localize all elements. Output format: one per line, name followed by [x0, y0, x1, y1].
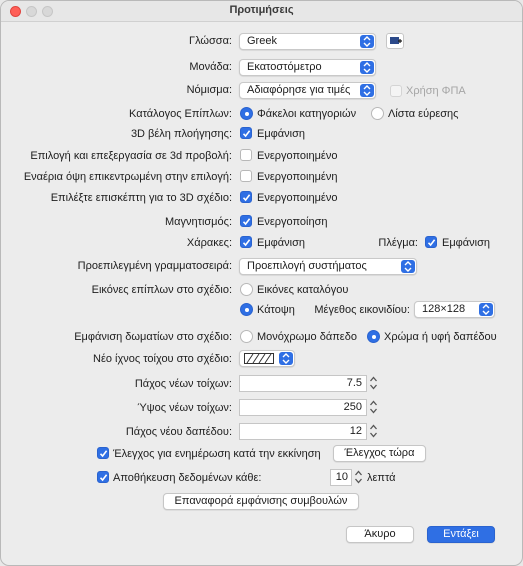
- icons-topview-radio[interactable]: [240, 303, 253, 316]
- edit3d-value: Ενεργοποιημένο: [257, 150, 338, 162]
- updates-checkbox[interactable]: [97, 447, 109, 459]
- visitor-label: Επιλέξτε επισκέπτη για το 3D σχέδιο:: [50, 192, 232, 204]
- arrows3d-checkbox[interactable]: [240, 127, 252, 139]
- checkmark-icon: [242, 194, 251, 202]
- autosave-label: Αποθήκευση δεδομένων κάθε:: [113, 472, 262, 484]
- unit-label: Μονάδα:: [189, 61, 232, 73]
- icons-label: Εικόνες επίπλων στο σχέδιο:: [91, 284, 232, 296]
- checkmark-icon: [99, 474, 108, 482]
- icon-size-value: 128×128: [422, 303, 466, 315]
- rooms-mono-label: Μονόχρωμο δάπεδο: [257, 331, 357, 343]
- popup-arrows-icon: [360, 84, 374, 97]
- icon-size-select[interactable]: 128×128: [414, 301, 495, 318]
- checkmark-icon: [242, 218, 251, 226]
- language-select[interactable]: Greek: [239, 33, 376, 50]
- check-now-button[interactable]: Έλεγχος τώρα: [333, 445, 426, 462]
- popup-arrows-icon: [279, 352, 293, 365]
- font-label: Προεπιλεγμένη γραμματοσειρά:: [77, 260, 232, 272]
- rulers-checkbox[interactable]: [240, 236, 252, 248]
- wall-height-stepper-icon[interactable]: [369, 399, 378, 415]
- wall-pattern-label: Νέο ίχνος τοίχου στο σχέδιο:: [93, 353, 232, 365]
- wall-height-label: Ύψος νέων τοίχων:: [137, 402, 232, 414]
- edit3d-label: Επιλογή και επεξεργασία σε 3d προβολή:: [30, 150, 232, 162]
- zoom-window-button[interactable]: [42, 6, 53, 17]
- currency-value: Αδιαφόρησε για τιμές: [247, 84, 351, 96]
- floor-thickness-stepper-icon[interactable]: [369, 423, 378, 439]
- catalog-search-label: Λίστα εύρεσης: [388, 108, 459, 120]
- aerial-label: Εναέρια όψη επικεντρωμένη στην επιλογή:: [23, 171, 232, 183]
- unit-select[interactable]: Εκατοστόμετρο: [239, 59, 376, 76]
- autosave-checkbox[interactable]: [97, 471, 109, 483]
- catalog-search-radio[interactable]: [371, 107, 384, 120]
- rulers-value: Εμφάνιση: [257, 237, 306, 249]
- checkmark-icon: [242, 239, 251, 247]
- font-value: Προεπιλογή συστήματος: [247, 260, 367, 272]
- font-select[interactable]: Προεπιλογή συστήματος: [239, 258, 417, 275]
- magnetism-checkbox[interactable]: [240, 215, 252, 227]
- wall-thickness-stepper-icon[interactable]: [369, 375, 378, 391]
- rooms-texture-label: Χρώμα ή υφή δαπέδου: [384, 331, 497, 343]
- checkmark-icon: [427, 239, 436, 247]
- rulers-label: Χάρακες:: [186, 237, 232, 249]
- icons-topview-label: Κάτοψη: [257, 304, 295, 316]
- arrows3d-value: Εμφάνιση: [257, 128, 306, 140]
- ok-button[interactable]: Εντάξει: [427, 526, 495, 543]
- language-value: Greek: [247, 35, 277, 47]
- autosave-minutes-field[interactable]: 10: [330, 469, 352, 486]
- wall-pattern-select[interactable]: [239, 350, 295, 367]
- wall-thickness-label: Πάχος νέων τοίχων:: [134, 378, 232, 390]
- catalog-label: Κατάλογος Επίπλων:: [129, 108, 232, 120]
- cancel-button[interactable]: Άκυρο: [346, 526, 414, 543]
- rooms-texture-radio[interactable]: [367, 330, 380, 343]
- reset-tips-button[interactable]: Επαναφορά εμφάνισης συμβουλών: [163, 493, 359, 510]
- visitor-checkbox[interactable]: [240, 191, 252, 203]
- catalog-categories-label: Φάκελοι κατηγοριών: [257, 108, 357, 120]
- visitor-value: Ενεργοποιημένο: [257, 192, 338, 204]
- popup-arrows-icon: [360, 61, 374, 74]
- grid-label: Πλέγμα:: [378, 237, 418, 249]
- grid-checkbox[interactable]: [425, 236, 437, 248]
- vat-label: Χρήση ΦΠΑ: [406, 85, 466, 97]
- edit3d-checkbox[interactable]: [240, 149, 252, 161]
- aerial-value: Ενεργοποιημένη: [257, 171, 338, 183]
- updates-label: Έλεγχος για ενημέρωση κατά την εκκίνηση: [113, 448, 321, 460]
- unit-value: Εκατοστόμετρο: [247, 61, 322, 73]
- icons-catalog-label: Εικόνες καταλόγου: [257, 284, 349, 296]
- grid-value: Εμφάνιση: [442, 237, 491, 249]
- globe-plus-icon: [390, 37, 402, 44]
- rooms-mono-radio[interactable]: [240, 330, 253, 343]
- autosave-stepper-icon[interactable]: [354, 469, 363, 485]
- currency-label: Νόμισμα:: [186, 84, 232, 96]
- currency-select[interactable]: Αδιαφόρησε για τιμές: [239, 82, 376, 99]
- floor-thickness-field[interactable]: 12: [239, 423, 367, 440]
- arrows3d-label: 3D βέλη πλοήγησης:: [130, 128, 232, 140]
- title-bar: Προτιμήσεις: [1, 1, 522, 22]
- checkmark-icon: [242, 130, 251, 138]
- catalog-categories-radio[interactable]: [240, 107, 253, 120]
- popup-arrows-icon: [479, 303, 493, 316]
- language-add-button[interactable]: [386, 33, 404, 49]
- magnetism-label: Μαγνητισμός:: [164, 216, 232, 228]
- minimize-window-button[interactable]: [26, 6, 37, 17]
- autosave-unit-label: λεπτά: [367, 472, 396, 484]
- icons-catalog-radio[interactable]: [240, 283, 253, 296]
- wall-height-field[interactable]: 250: [239, 399, 367, 416]
- floor-thickness-label: Πάχος νέου δαπέδου:: [125, 426, 232, 438]
- popup-arrows-icon: [401, 260, 415, 273]
- aerial-checkbox[interactable]: [240, 170, 252, 182]
- vat-checkbox[interactable]: [390, 85, 402, 97]
- icon-size-label: Μέγεθος εικονιδίου:: [314, 304, 410, 316]
- wall-thickness-field[interactable]: 7.5: [239, 375, 367, 392]
- language-label: Γλώσσα:: [189, 35, 232, 47]
- hatch-pattern-icon: [244, 353, 274, 364]
- magnetism-value: Ενεργοποίηση: [257, 216, 328, 228]
- close-window-button[interactable]: [10, 6, 21, 17]
- checkmark-icon: [99, 450, 108, 458]
- popup-arrows-icon: [360, 35, 374, 48]
- window-title: Προτιμήσεις: [229, 4, 294, 16]
- rooms-label: Εμφάνιση δωματίων στο σχέδιο:: [74, 331, 232, 343]
